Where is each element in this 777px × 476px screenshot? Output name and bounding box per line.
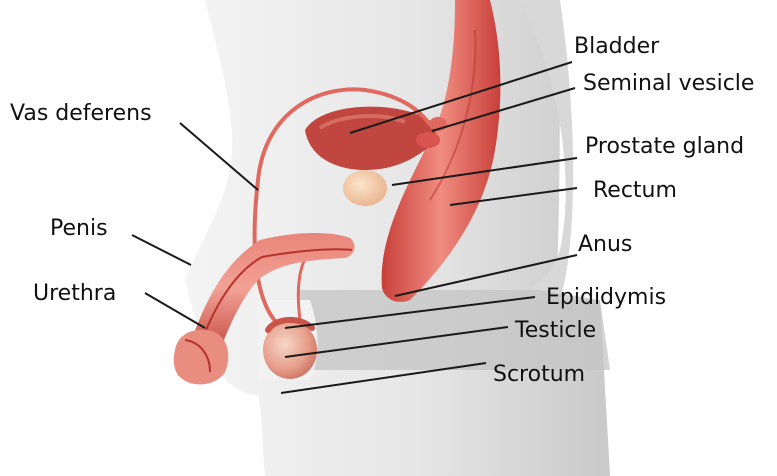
glans-shape xyxy=(174,330,229,385)
label-penis: Penis xyxy=(50,218,108,240)
label-prostate-gland: Prostate gland xyxy=(585,136,744,158)
label-urethra: Urethra xyxy=(33,283,116,305)
label-scrotum: Scrotum xyxy=(493,364,585,386)
label-anus: Anus xyxy=(578,234,632,256)
label-bladder: Bladder xyxy=(574,36,659,58)
prostate-shape xyxy=(343,170,387,206)
label-epididymis: Epididymis xyxy=(546,287,666,309)
leader-penis xyxy=(132,235,191,265)
label-vas-deferens: Vas deferens xyxy=(10,103,152,125)
seminal-vesicle-shape xyxy=(416,132,440,148)
label-rectum: Rectum xyxy=(593,180,677,202)
label-testicle: Testicle xyxy=(515,320,596,342)
label-seminal-vesicle: Seminal vesicle xyxy=(583,73,754,95)
